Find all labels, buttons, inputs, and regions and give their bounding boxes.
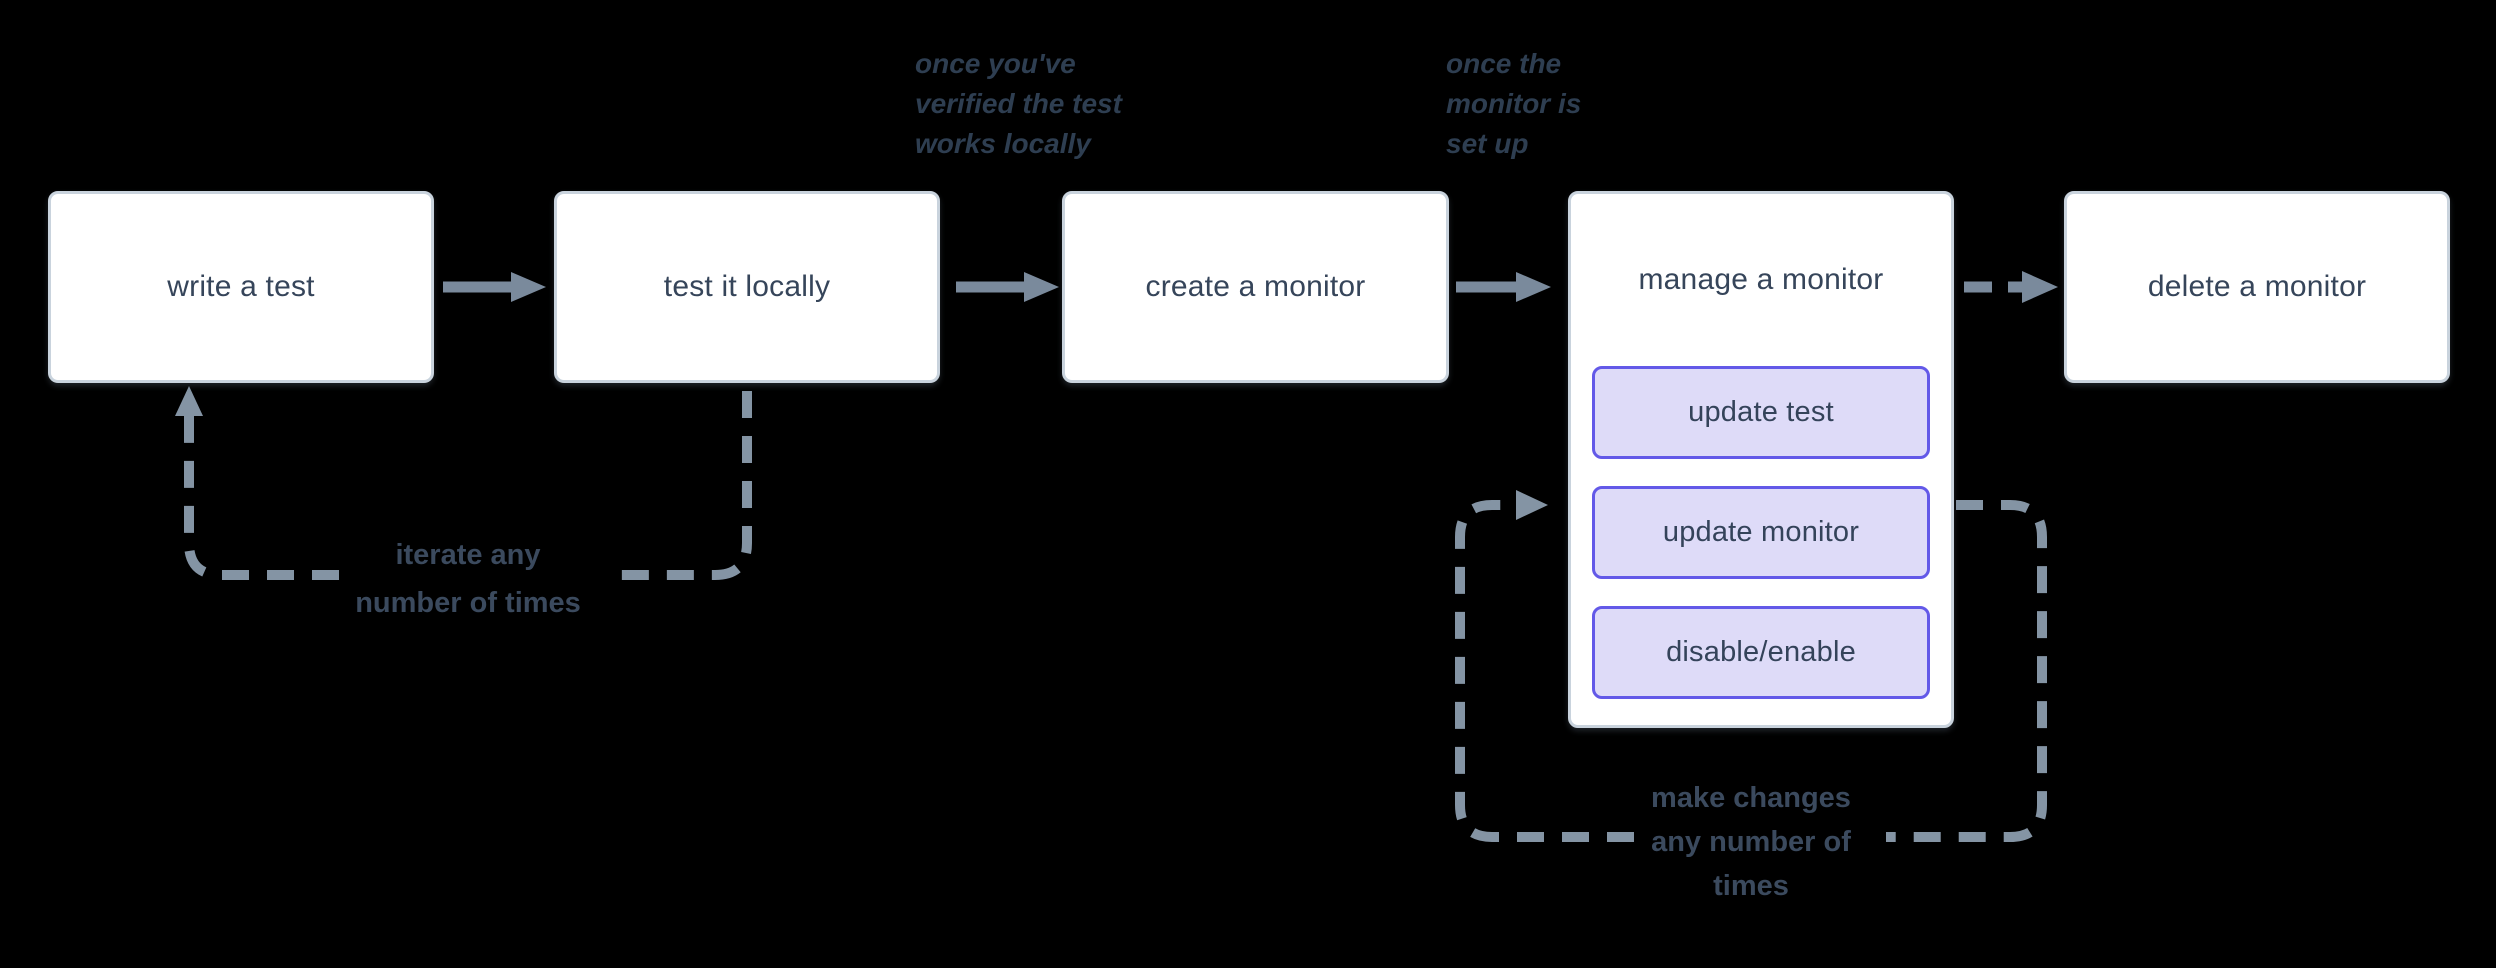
label-line: iterate any [395,539,541,571]
arrow-write-to-test [443,272,546,302]
node-label: create a monitor [1145,270,1366,303]
annotation-line: once you've [915,48,1076,79]
action-update-test: update test [1592,366,1930,459]
label-line: number of times [355,587,581,619]
node-write-test: write a test [48,191,434,383]
node-label: manage a monitor [1638,263,1884,296]
arrow-manage-to-delete [1964,271,2058,303]
annotation-line: set up [1446,128,1529,159]
action-label: disable/enable [1666,636,1856,668]
node-test-locally: test it locally [554,191,940,383]
node-manage-monitor: manage a monitor update test update moni… [1568,191,1954,728]
arrow-create-to-manage [1456,272,1551,302]
node-label: test it locally [663,270,831,303]
action-disable-enable: disable/enable [1592,606,1930,699]
annotation-line: verified the test [915,88,1122,119]
label-make-changes-loop: make changes any number of times [1521,776,1981,908]
annotation-line: monitor is [1446,88,1582,119]
label-line: any number of [1651,826,1851,858]
annotation-line: once the [1446,48,1562,79]
annotation-monitor-setup: once the monitor is set up [1446,44,1581,164]
node-create-monitor: create a monitor [1062,191,1449,383]
arrow-test-to-create [956,272,1059,302]
action-label: update test [1688,396,1834,428]
node-label: write a test [167,270,315,303]
action-label: update monitor [1662,516,1860,548]
label-line: times [1713,870,1789,902]
annotation-verified-locally: once you've verified the test works loca… [915,44,1122,164]
action-update-monitor: update monitor [1592,486,1930,579]
annotation-line: works locally [915,128,1091,159]
node-delete-monitor: delete a monitor [2064,191,2450,383]
node-label: delete a monitor [2147,270,2367,303]
label-iterate-loop: iterate any number of times [238,531,698,627]
label-line: make changes [1651,782,1851,814]
